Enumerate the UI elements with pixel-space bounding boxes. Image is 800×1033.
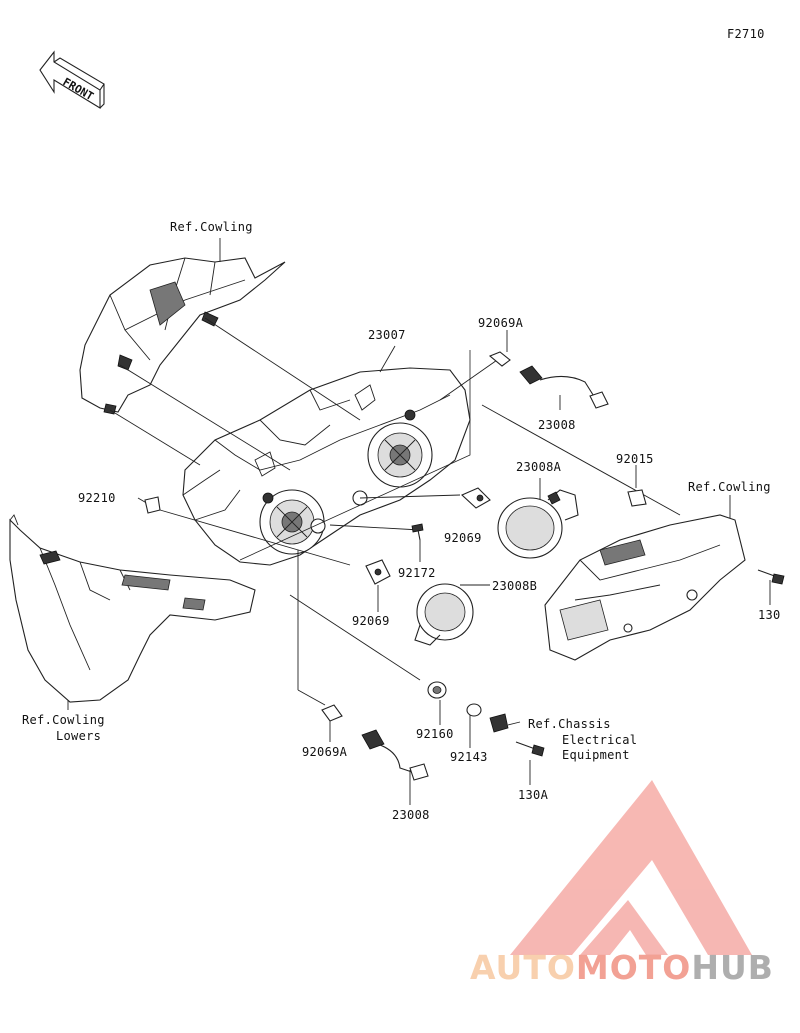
watermark-auto: AUTO xyxy=(470,948,576,987)
bolt-130A xyxy=(515,741,545,757)
label-ref-chassis-1: Ref.Chassis xyxy=(528,717,611,731)
label-92172: 92172 xyxy=(398,566,436,580)
clip-92210 xyxy=(144,496,161,514)
leader-lines xyxy=(67,238,771,805)
label-ref-chassis-2: Electrical xyxy=(562,733,638,747)
figure-code: F2710 xyxy=(727,27,765,41)
label-92210: 92210 xyxy=(78,491,116,505)
upper-cowling-part xyxy=(79,257,286,415)
label-23008-bottom: 23008 xyxy=(392,808,430,822)
label-ref-cowling-lowers-2: Lowers xyxy=(56,729,102,743)
label-92069-center: 92069 xyxy=(352,614,390,628)
lower-cowling-part xyxy=(9,514,256,703)
screw-92172 xyxy=(411,523,424,541)
bulb-92069A-bottom xyxy=(321,704,343,722)
front-arrow-icon: FRONT xyxy=(39,50,105,109)
socket-harness-23008-bottom xyxy=(361,729,429,781)
label-92069-right: 92069 xyxy=(444,531,482,545)
label-92143: 92143 xyxy=(450,750,488,764)
bulb-92069A-top xyxy=(488,351,511,367)
label-92015: 92015 xyxy=(616,452,654,466)
headlight-assembly xyxy=(182,350,471,566)
label-ref-cowling-lowers-1: Ref.Cowling xyxy=(22,713,105,727)
label-92069A-top: 92069A xyxy=(478,316,524,330)
bulb-92069-center xyxy=(365,559,391,585)
watermark-logo-icon xyxy=(510,780,752,955)
watermark-moto: MOTO xyxy=(575,948,692,987)
label-ref-cowling-top: Ref.Cowling xyxy=(170,220,253,234)
label-ref-chassis-3: Equipment xyxy=(562,748,630,762)
chassis-clip xyxy=(489,713,509,733)
label-23008B: 23008B xyxy=(492,579,538,593)
label-130: 130 xyxy=(758,608,781,622)
label-92160: 92160 xyxy=(416,727,454,741)
cap-23008A xyxy=(497,489,579,559)
label-23007: 23007 xyxy=(368,328,406,342)
bulb-92069-right xyxy=(461,487,491,509)
watermark-text: AUTOMOTOHUB xyxy=(470,948,774,987)
right-cowling-part xyxy=(544,514,746,661)
label-ref-cowling-right: Ref.Cowling xyxy=(688,480,771,494)
cap-23008B xyxy=(414,583,474,646)
label-130A: 130A xyxy=(518,788,549,802)
grommet-92015 xyxy=(627,489,647,507)
grommet-92160 xyxy=(427,681,447,699)
collar-92143 xyxy=(466,703,482,717)
label-23008-top: 23008 xyxy=(538,418,576,432)
socket-harness-23008-top xyxy=(519,365,609,409)
bolt-130 xyxy=(757,569,785,585)
label-92069A-bottom: 92069A xyxy=(302,745,348,759)
front-arrow-label: FRONT xyxy=(61,75,97,103)
watermark-hub: HUB xyxy=(691,948,774,987)
label-23008A: 23008A xyxy=(516,460,562,474)
